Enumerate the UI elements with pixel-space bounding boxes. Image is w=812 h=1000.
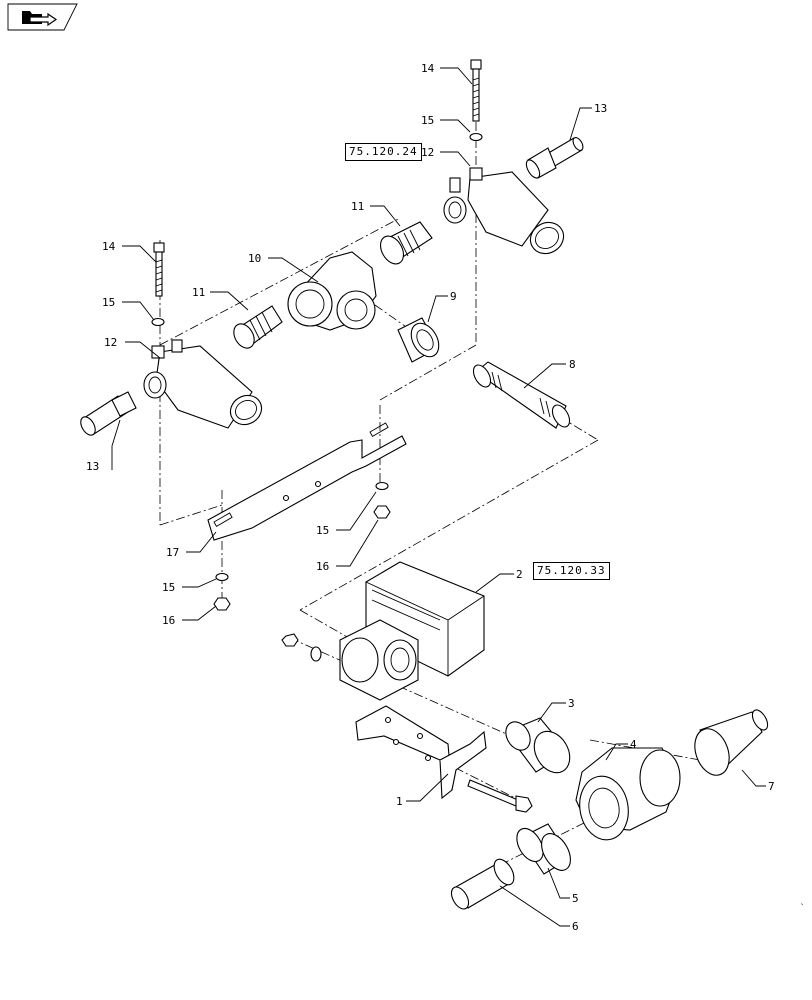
callout-15-upper: 15 [421,114,434,127]
hose-barb-13-lower [80,391,137,436]
callout-labels: 14 15 13 12 11 14 10 11 15 12 9 8 13 17 … [86,62,775,933]
tee-4 [575,747,681,841]
center-lines [159,88,701,881]
leader-lines [111,67,766,927]
bolt-14-upper [470,59,482,122]
callout-3: 3 [568,697,575,710]
solenoid-valve-2 [339,561,485,701]
callout-11-lower: 11 [192,286,205,299]
nipple-8 [472,361,571,429]
washer-left-2 [310,646,322,662]
ref-link-75-120-33[interactable]: 75.120.33 [533,562,610,580]
folder-arrow-icon [22,11,58,27]
bracket-1 [355,705,487,800]
nav-folder-button[interactable] [5,3,77,31]
callout-14-upper: 14 [421,62,435,75]
nipple-11-lower [233,305,283,349]
callout-15-right: 15 [316,524,329,537]
callout-11-upper: 11 [351,200,364,213]
callout-16-right: 16 [316,560,329,573]
callout-15-left: 15 [162,581,175,594]
washer-15-right [375,481,389,491]
bolt-14-lower [153,242,165,297]
nipple-11-upper [379,221,433,265]
washer-15-left [215,572,229,582]
callout-5: 5 [572,892,579,905]
valve-12-upper [443,167,565,255]
valve-12-lower [143,339,263,429]
nut-left-2 [281,633,299,647]
callout-15-lower: 15 [102,296,115,309]
bushing-9 [397,317,440,363]
callout-1: 1 [396,795,403,808]
ref-link-75-120-24[interactable]: 75.120.24 [345,143,422,161]
callout-7: 7 [768,780,775,793]
hose-barb-7 [694,709,769,776]
hose-barb-13-upper [525,137,584,179]
bolt-1 [467,779,533,813]
bushing-3 [505,717,571,774]
nav-frame [7,3,78,31]
tee-10 [287,251,377,331]
callout-2: 2 [516,568,523,581]
callout-4: 4 [630,738,637,751]
bushing-5 [516,823,571,875]
washer-15-lower [151,317,165,327]
callout-12-upper: 12 [421,146,434,159]
nut-16-right [373,505,391,519]
callout-12-lower: 12 [104,336,117,349]
callout-9: 9 [450,290,457,303]
callout-6: 6 [572,920,579,933]
corner-mark: ` [800,902,805,912]
hose-barb-6 [450,858,515,910]
callout-16-left: 16 [162,614,175,627]
callout-10: 10 [248,252,261,265]
nut-16-left [213,597,231,611]
washer-15-upper [469,132,483,142]
callout-8: 8 [569,358,576,371]
bracket-17 [207,422,407,541]
callout-14-lower: 14 [102,240,116,253]
callout-13-upper: 13 [594,102,607,115]
callout-13-lower: 13 [86,460,99,473]
callout-17: 17 [166,546,179,559]
